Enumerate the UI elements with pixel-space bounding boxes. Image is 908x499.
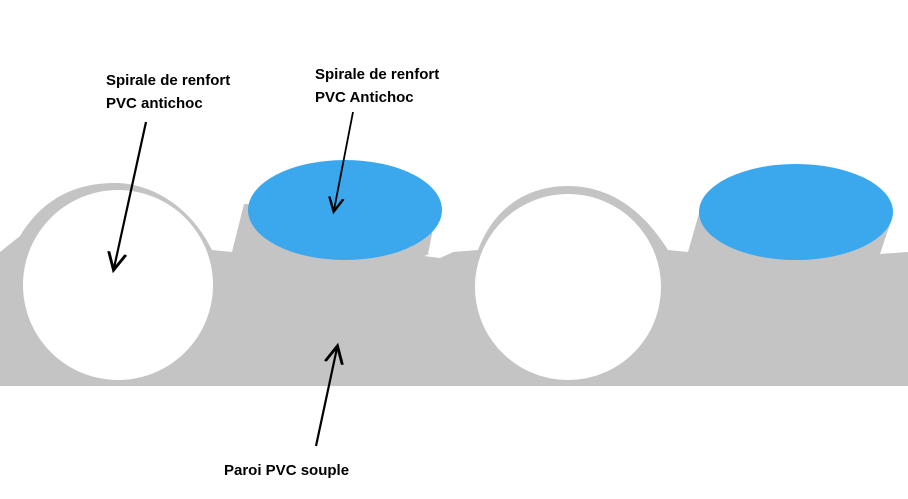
label-spiral-left: Spirale de renfort PVC antichoc (106, 69, 230, 115)
label-spiral-left-line1: Spirale de renfort (106, 72, 231, 89)
wall-notch (424, 248, 458, 258)
hollow-spiral-left (23, 190, 213, 380)
arrow-spiral-left (114, 121, 148, 268)
label-spiral-top: Spirale de renfort PVC Antichoc (315, 63, 439, 109)
hollow-spiral-right (475, 194, 661, 380)
arrow-wall (314, 348, 337, 447)
blue-spiral-right (699, 164, 893, 260)
label-spiral-left-line2: PVC antichoc (106, 95, 203, 112)
blue-spiral-center (248, 160, 442, 260)
label-wall: Paroi PVC souple (224, 459, 349, 482)
arrow-spiral-top (334, 111, 354, 210)
label-spiral-top-line2: PVC Antichoc (315, 89, 414, 106)
label-spiral-top-line1: Spirale de renfort (315, 66, 440, 83)
pvc-wall (0, 183, 908, 386)
label-wall-text: Paroi PVC souple (224, 462, 350, 479)
